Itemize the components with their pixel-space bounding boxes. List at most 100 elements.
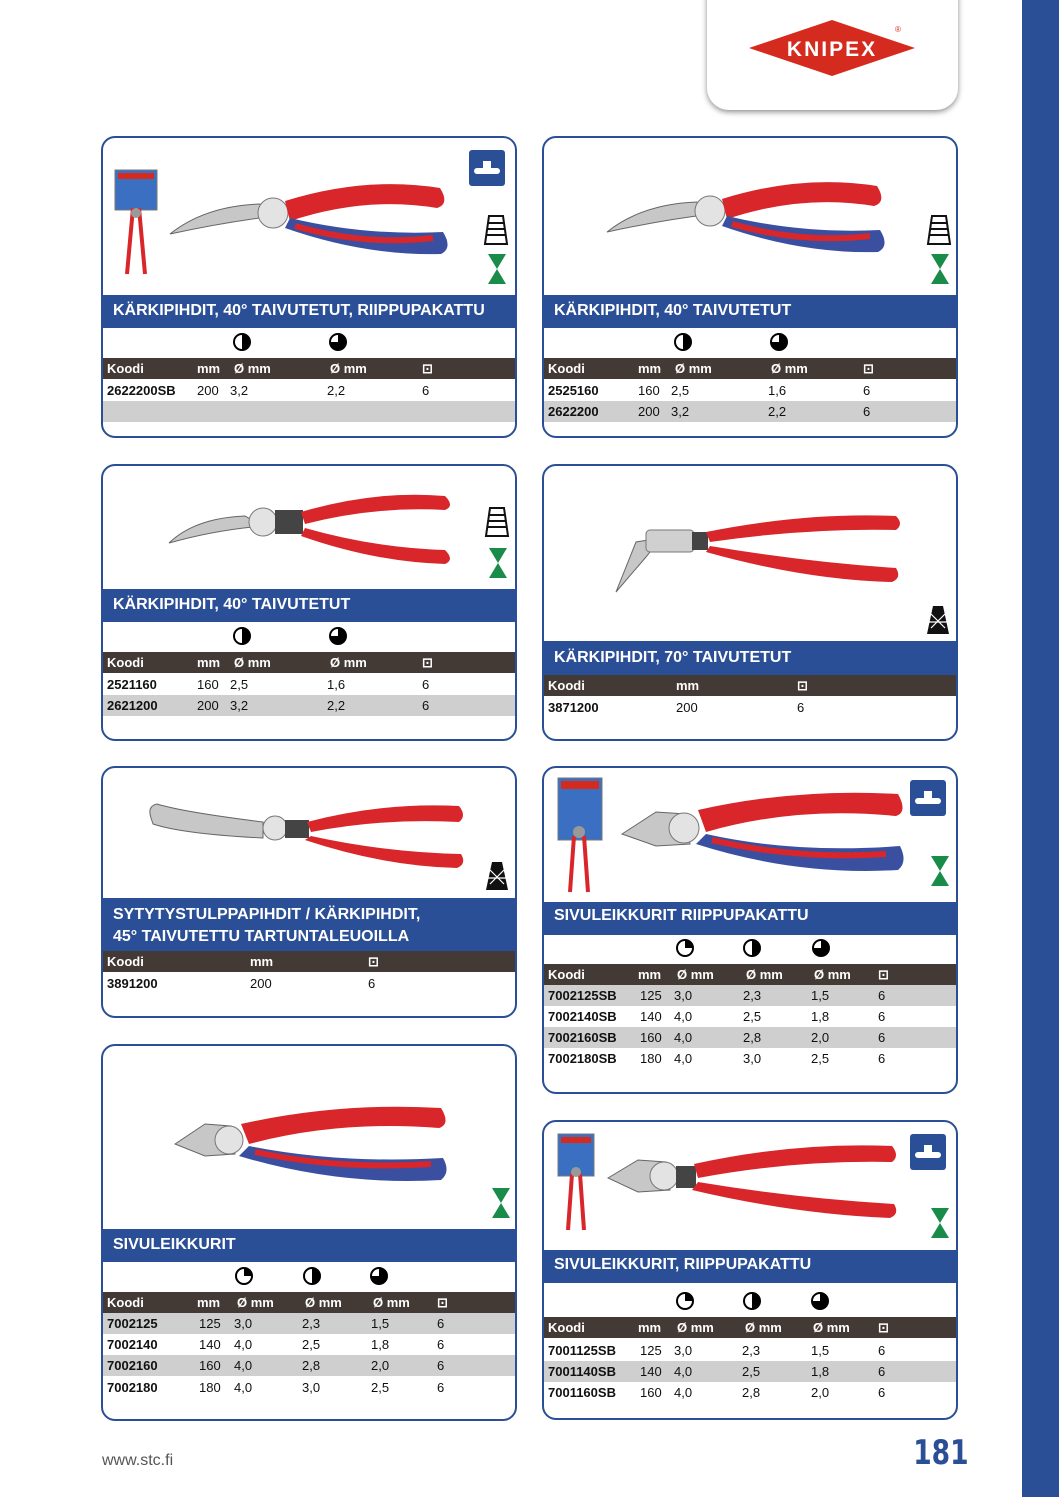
svg-text:®: ® [895, 25, 901, 34]
product-image-area [544, 1122, 956, 1250]
logo-text: KNIPEX [787, 38, 877, 61]
hanging-pack-icon [910, 1134, 946, 1170]
product-title: KÄRKIPIHDIT, 40° TAIVUTETUT [544, 295, 956, 328]
hardness-icon-row [103, 329, 515, 355]
product-image-area [103, 1046, 515, 1229]
product-title: KÄRKIPIHDIT, 40° TAIVUTETUT [103, 589, 515, 622]
quarter-circle-icon [676, 1292, 694, 1310]
cutting-edge-icon [492, 1188, 510, 1218]
product-title: SIVULEIKKURIT, RIIPPUPAKATTU [544, 1250, 956, 1283]
product-title: KÄRKIPIHDIT, 70° TAIVUTETUT [544, 641, 956, 675]
product-image-area [103, 768, 515, 898]
cross-hatch-jaw-icon [486, 862, 508, 890]
serrated-jaw-icon [926, 215, 952, 245]
cutting-edge-icon [488, 254, 506, 284]
bent-nose-pliers-image [606, 182, 885, 253]
knipex-logo: KNIPEX ® [749, 20, 915, 76]
brand-logo-tab: KNIPEX ® [707, 0, 958, 110]
product-title: KÄRKIPIHDIT, 40° TAIVUTETUT, RIIPPUPAKAT… [103, 295, 515, 328]
table-row [103, 401, 515, 422]
half-circle-icon [674, 333, 692, 351]
cutting-edge-icon [931, 254, 949, 284]
three-quarter-circle-icon [770, 333, 788, 351]
70-degree-bent-pliers-image [615, 515, 900, 593]
hardness-icon-row [544, 329, 956, 355]
product-card: SYTYTYSTULPPAPIHDIT / KÄRKIPIHDIT, 45° T… [101, 766, 517, 1018]
page-number: 181 [913, 1433, 969, 1473]
hanging-pack-image [557, 1133, 595, 1231]
three-quarter-circle-icon [812, 939, 830, 957]
product-image-area [544, 466, 956, 641]
half-circle-icon [743, 939, 761, 957]
cutting-edge-icon [931, 1208, 949, 1238]
product-title: SYTYTYSTULPPAPIHDIT / KÄRKIPIHDIT, 45° T… [103, 898, 515, 951]
product-image-area [544, 768, 956, 902]
product-card: KÄRKIPIHDIT, 40° TAIVUTETUT, RIIPPUPAKAT… [101, 136, 517, 438]
hardness-icon-row [103, 623, 515, 649]
half-circle-icon [743, 1292, 761, 1310]
bent-nose-pliers-image [168, 494, 450, 564]
quarter-circle-icon [676, 939, 694, 957]
hanging-pack-image [557, 777, 603, 893]
hardness-icon-row [544, 1288, 956, 1314]
hardness-icon-row [544, 935, 956, 961]
product-image-area [544, 138, 956, 295]
diagonal-cutter-image [606, 1145, 897, 1218]
serrated-jaw-icon [484, 507, 510, 537]
cutting-edge-icon [931, 856, 949, 886]
three-quarter-circle-icon [329, 627, 347, 645]
product-image-area [103, 466, 515, 589]
half-circle-icon [233, 333, 251, 351]
product-title: SIVULEIKKURIT [103, 1229, 515, 1262]
spark-plug-pliers-image [149, 803, 464, 868]
product-image-area [103, 138, 515, 295]
quarter-circle-icon [235, 1267, 253, 1285]
three-quarter-circle-icon [370, 1267, 388, 1285]
diagonal-cutter-image [620, 792, 904, 871]
three-quarter-circle-icon [329, 333, 347, 351]
hanging-pack-image [114, 169, 158, 275]
product-title: SIVULEIKKURIT RIIPPUPAKATTU [544, 902, 956, 935]
half-circle-icon [303, 1267, 321, 1285]
three-quarter-circle-icon [811, 1292, 829, 1310]
hanging-pack-icon [469, 150, 505, 186]
bent-nose-pliers-image [169, 184, 448, 255]
footer-url[interactable]: www.stc.fi [102, 1452, 174, 1469]
serrated-jaw-icon [483, 215, 509, 245]
hanging-pack-icon [910, 780, 946, 816]
cutting-edge-icon [489, 548, 507, 578]
diagonal-cutter-image [173, 1106, 447, 1181]
hardness-icon-row [103, 1263, 515, 1289]
page-edge-bar [1022, 0, 1059, 1497]
